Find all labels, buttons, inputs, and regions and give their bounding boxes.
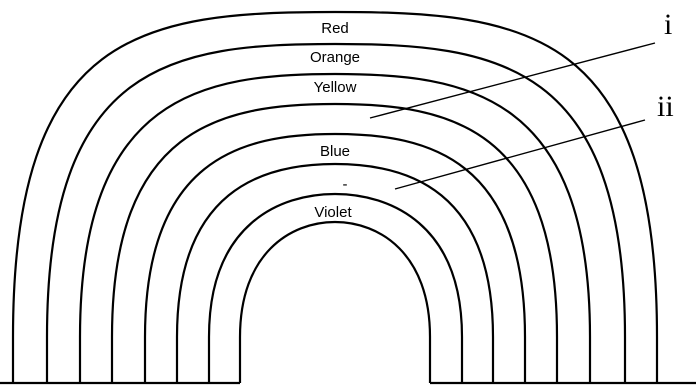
pointer-line-ii	[395, 120, 645, 189]
arc-3	[80, 74, 590, 383]
label-indigo: -	[343, 176, 348, 193]
label-violet: Violet	[314, 204, 352, 221]
pointer-line-i	[370, 43, 655, 118]
callout-ii: ii	[657, 90, 674, 123]
label-red: Red	[321, 20, 349, 37]
label-orange: Orange	[310, 49, 360, 66]
label-yellow: Yellow	[314, 79, 357, 96]
arc-5	[145, 134, 525, 383]
label-blue: Blue	[320, 143, 350, 160]
arc-6	[177, 164, 493, 383]
arc-8	[240, 222, 430, 383]
callout-i: i	[664, 8, 672, 41]
